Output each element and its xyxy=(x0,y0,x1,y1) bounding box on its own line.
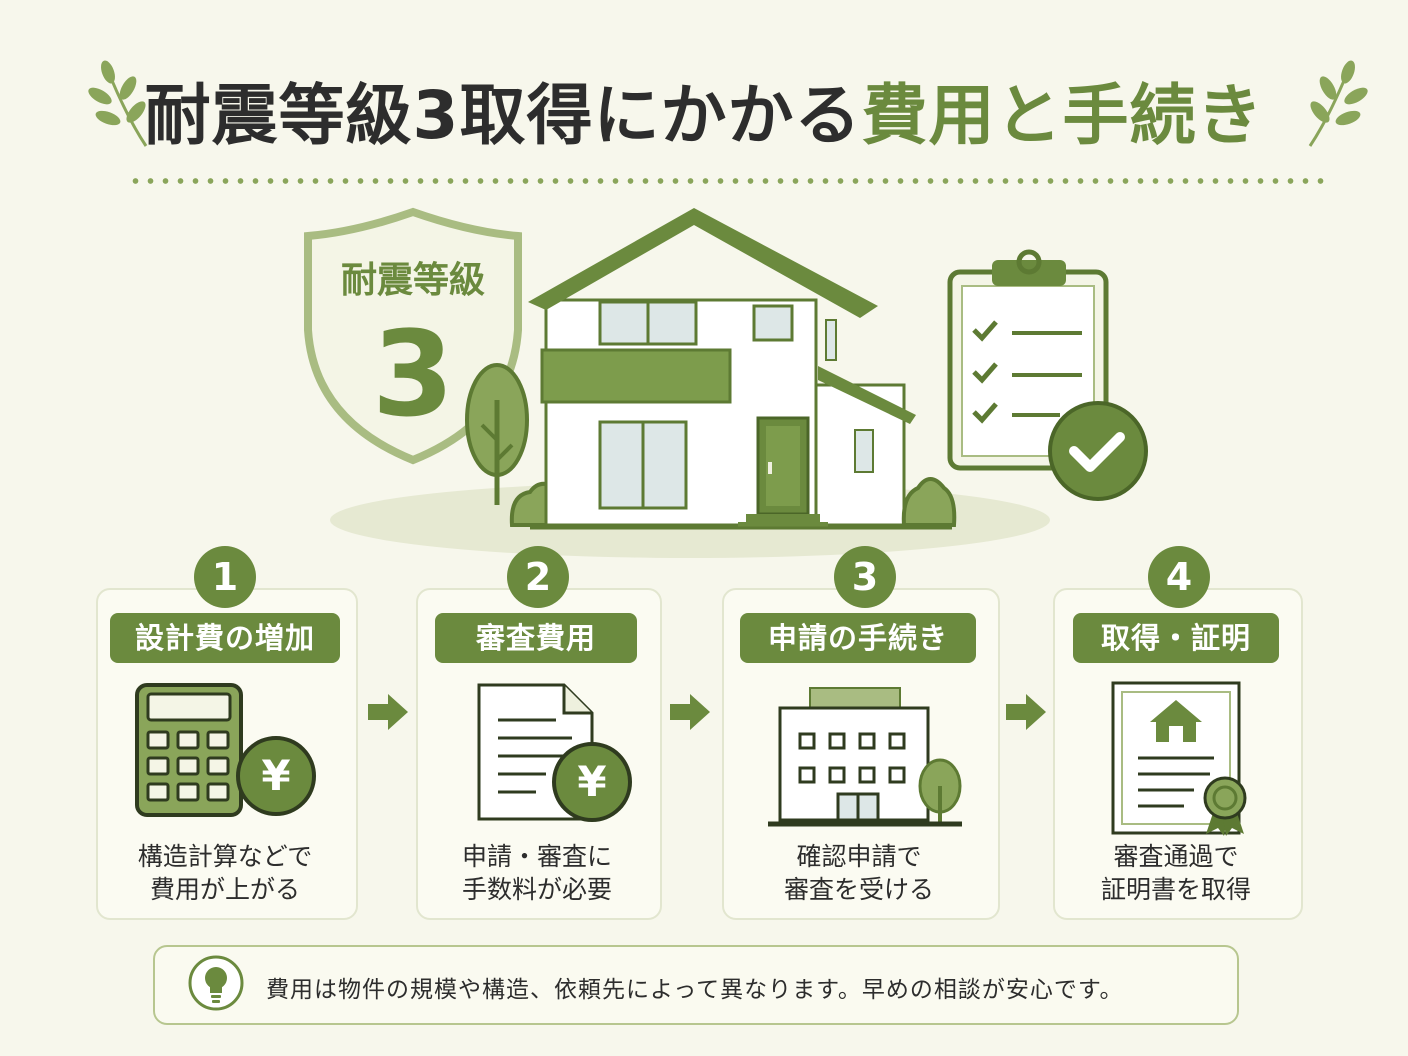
step-desc-1-line1: 構造計算などで xyxy=(137,842,313,871)
step-label-2: 審査費用 xyxy=(435,613,637,663)
house-icon xyxy=(528,208,952,530)
dotted-divider xyxy=(128,178,1332,184)
step-desc-3-line2: 審査を受ける xyxy=(783,875,934,904)
step-desc-2-line2: 手数料が必要 xyxy=(461,875,612,904)
arrow-right-icon-1 xyxy=(368,694,408,730)
step-desc-4-line1: 審査通過で xyxy=(1113,842,1239,871)
step-desc-1: 構造計算などで費用が上がる xyxy=(96,840,354,906)
badge-number: 3 xyxy=(372,305,454,443)
step-number-4: 4 xyxy=(1148,546,1210,608)
step-desc-1-line2: 費用が上がる xyxy=(149,875,300,904)
office-building-icon xyxy=(768,687,962,827)
arrow-right-icon-2 xyxy=(670,694,710,730)
left-leaf-icon xyxy=(88,60,148,147)
bush-icon xyxy=(901,477,957,527)
lightbulb-icon xyxy=(188,955,244,1011)
badge-label: 耐震等級 xyxy=(341,260,485,301)
step-number-3: 3 xyxy=(834,546,896,608)
note-box xyxy=(153,945,1239,1025)
yen-symbol: ¥ xyxy=(261,751,290,800)
step-number-2: 2 xyxy=(507,546,569,608)
step-label-4: 取得・証明 xyxy=(1073,613,1279,663)
step-number-1: 1 xyxy=(194,546,256,608)
document-yen-icon: ¥ xyxy=(477,683,632,822)
step-label-1: 設計費の増加 xyxy=(110,613,340,663)
step-desc-3-line1: 確認申請で xyxy=(796,842,922,871)
step-desc-2-line1: 申請・審査に xyxy=(461,842,612,871)
step-desc-4-line2: 証明書を取得 xyxy=(1100,875,1251,904)
title-main: 耐震等級3取得にかかる xyxy=(144,77,862,154)
step-desc-3: 確認申請で審査を受ける xyxy=(722,840,996,906)
arrow-right-icon-3 xyxy=(1006,694,1046,730)
clipboard-checklist-icon xyxy=(947,249,1148,501)
page-title: 耐震等級3取得にかかる費用と手続き xyxy=(0,62,1408,158)
shield-icon: 耐震等級 3 xyxy=(304,207,522,465)
hero-illustration: 耐震等級 3 xyxy=(304,207,1148,558)
right-leaf-icon xyxy=(1308,60,1368,147)
title-accent: 費用と手続き xyxy=(861,77,1264,154)
yen-symbol: ¥ xyxy=(577,757,606,806)
step-desc-4: 審査通過で証明書を取得 xyxy=(1053,840,1299,906)
calculator-icon: ¥ xyxy=(135,683,316,817)
step-label-3: 申請の手続き xyxy=(740,613,976,663)
note-text: 費用は物件の規模や構造、依頼先によって異なります。早めの相談が安心です。 xyxy=(266,977,1124,1003)
tree-icon xyxy=(465,363,529,505)
step-desc-2: 申請・審査に手数料が必要 xyxy=(416,840,658,906)
certificate-icon xyxy=(1111,681,1247,836)
